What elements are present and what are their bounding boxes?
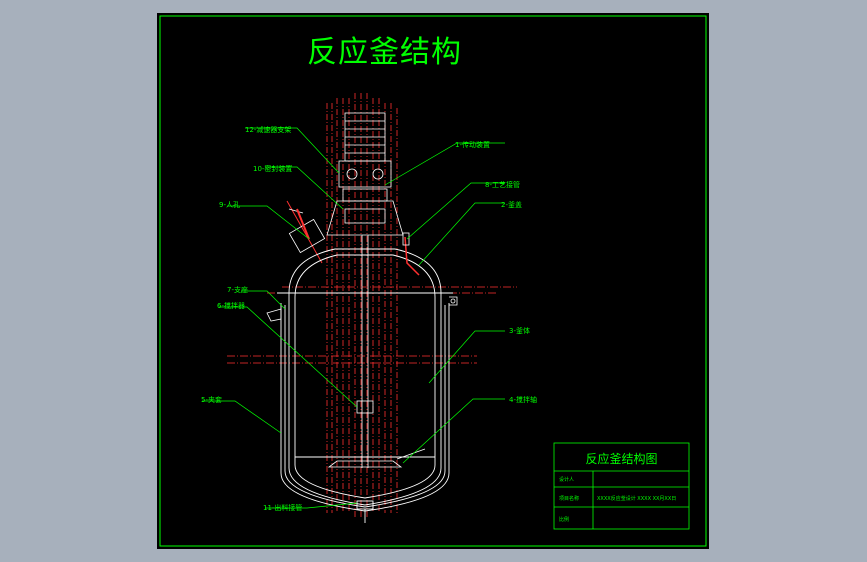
drawing-sheet: 反应釜结构 12-减速器支架 1-传动装置 10-密封装置 8-工艺接管 9-人…: [157, 13, 709, 549]
label-vessel-cover: 2-釜盖: [501, 201, 522, 209]
label-vessel-body: 3-釜体: [509, 327, 530, 335]
label-manhole: 9-人孔: [219, 201, 240, 209]
manhole: [288, 208, 326, 254]
process-nozzle: [404, 236, 420, 276]
label-jacket: 5-夹套: [201, 396, 222, 404]
reactor-drawing-svg: [159, 15, 707, 547]
leader-lines: [202, 127, 505, 509]
label-seal-unit: 10-密封装置: [253, 165, 293, 173]
label-process-nozzle: 8-工艺接管: [485, 181, 520, 189]
label-support: 7-支座: [227, 286, 248, 294]
label-drive-unit: 1-传动装置: [455, 141, 490, 149]
nozzle-flange: [402, 232, 410, 246]
supports: [266, 296, 458, 322]
drawing-title: 反应釜结构: [307, 35, 462, 70]
label-agitator: 6-搅拌器: [217, 302, 245, 310]
drive-unit: [326, 112, 404, 236]
vessel-shell: [277, 248, 453, 523]
label-reducer-bracket: 12-减速器支架: [245, 126, 292, 134]
title-block-title: 反应釜结构图: [585, 451, 658, 466]
title-block-project-label: 项目名称: [559, 496, 580, 502]
title-block-scale-label: 比例: [559, 517, 570, 523]
horizontal-axis-lines: [227, 286, 517, 364]
title-block-designer-label: 设计人: [559, 477, 575, 483]
label-outlet-nozzle: 11-出料接管: [263, 504, 303, 512]
label-agitator-shaft: 4-搅拌轴: [509, 396, 537, 404]
manhole-axis: [286, 200, 323, 264]
drawing-frame: [159, 15, 707, 547]
title-block-project-value: XXXX反应釜设计 XXXX XX月XX日: [597, 496, 677, 502]
agitator: [327, 235, 426, 468]
title-block: [553, 442, 690, 530]
